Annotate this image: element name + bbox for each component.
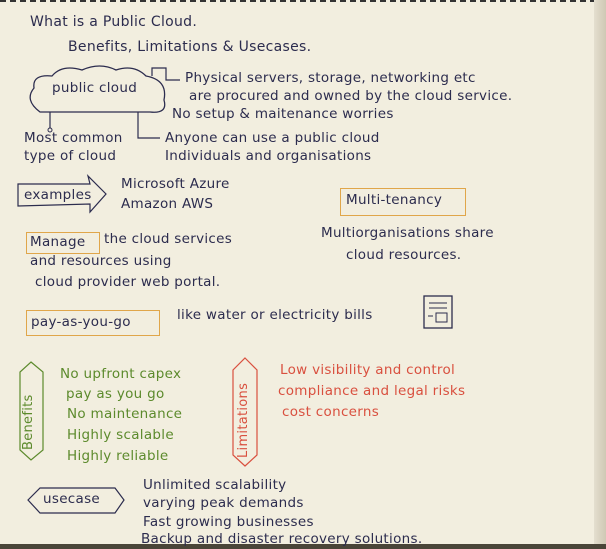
note-physical-1: Physical servers, storage, networking et…: [185, 70, 476, 86]
usecase-label: usecase: [43, 491, 101, 507]
page-subtitle: Benefits, Limitations & Usecases.: [68, 39, 312, 55]
benefit-item: Highly scalable: [67, 427, 174, 443]
multi-tenancy-line: Multiorganisations share: [321, 225, 494, 241]
usecase-item: varying peak demands: [143, 495, 304, 511]
manage-line: the cloud services: [104, 231, 233, 247]
benefit-item: No maintenance: [67, 406, 183, 422]
manage-line: cloud provider web portal.: [35, 274, 221, 290]
note-most-common-1: Most common: [24, 130, 123, 146]
manage-box: [26, 232, 100, 254]
example-item: Amazon AWS: [121, 196, 214, 212]
payg-box: [26, 310, 160, 336]
note-most-common-2: type of cloud: [24, 148, 117, 164]
notebook-edge: [594, 0, 606, 549]
limitation-item: Low visibility and control: [280, 362, 456, 378]
bill-icon: [423, 295, 453, 329]
manage-line: and resources using: [30, 253, 172, 269]
usecase-hexagon: [27, 487, 125, 514]
payg-text: like water or electricity bills: [177, 307, 373, 323]
note-physical-2: are procured and owned by the cloud serv…: [189, 88, 513, 104]
examples-label: examples: [24, 187, 92, 203]
multi-tenancy-label: Multi-tenancy: [346, 192, 443, 208]
page-title: What is a Public Cloud.: [30, 14, 198, 30]
usecase-item: Backup and disaster recovery solutions.: [141, 531, 423, 547]
benefit-item: No upfront capex: [60, 366, 182, 382]
benefit-item: pay as you go: [66, 386, 165, 402]
limitations-label: Limitations: [236, 382, 251, 458]
limitations-hexagon: [232, 357, 258, 467]
note-anyone-1: Anyone can use a public cloud: [165, 130, 380, 146]
example-item: Microsoft Azure: [121, 176, 230, 192]
benefits-label: Benefits: [21, 394, 36, 450]
note-no-setup: No setup & maitenance worries: [172, 106, 394, 122]
usecase-item: Fast growing businesses: [143, 514, 314, 530]
benefit-item: Highly reliable: [67, 448, 169, 464]
note-anyone-2: Individuals and organisations: [165, 148, 372, 164]
manage-label: Manage: [30, 234, 86, 250]
table-edge: [0, 544, 606, 549]
multi-tenancy-line: cloud resources.: [346, 247, 462, 263]
payg-label: pay-as-you-go: [31, 314, 131, 330]
benefits-hexagon: [19, 361, 44, 461]
limitation-item: cost concerns: [282, 404, 380, 420]
multi-tenancy-box: [340, 188, 466, 216]
limitation-item: compliance and legal risks: [278, 383, 466, 399]
examples-arrow: [17, 174, 107, 214]
page-top-dashed-line: [0, 0, 606, 4]
usecase-item: Unlimited scalability: [143, 477, 287, 493]
cloud-icon: [29, 65, 166, 113]
cloud-label: public cloud: [52, 80, 138, 96]
